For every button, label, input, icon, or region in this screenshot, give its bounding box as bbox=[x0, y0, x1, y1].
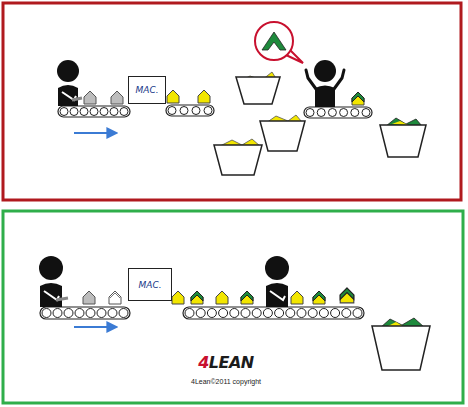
top-panel bbox=[3, 3, 461, 200]
roller bbox=[120, 108, 128, 116]
roller bbox=[75, 309, 84, 318]
roller bbox=[219, 309, 228, 318]
roller bbox=[362, 109, 370, 117]
roller bbox=[100, 108, 108, 116]
roller bbox=[119, 309, 128, 318]
inspector bbox=[265, 256, 289, 307]
roller bbox=[275, 309, 284, 318]
roller bbox=[230, 309, 239, 318]
roller bbox=[192, 107, 200, 115]
yellow-part bbox=[172, 291, 184, 304]
roller bbox=[97, 309, 106, 318]
white-part bbox=[109, 291, 121, 304]
good-part bbox=[313, 291, 325, 304]
roller bbox=[286, 309, 295, 318]
roller bbox=[317, 109, 325, 117]
good-part bbox=[191, 291, 203, 304]
scrap-bin bbox=[214, 139, 262, 175]
conveyors bbox=[40, 105, 372, 319]
roller bbox=[185, 309, 194, 318]
roller bbox=[80, 108, 88, 116]
good-part bbox=[352, 92, 364, 105]
roller bbox=[207, 309, 216, 318]
roller bbox=[196, 309, 205, 318]
bottom-panel bbox=[3, 211, 463, 403]
conveyor-belt bbox=[166, 105, 214, 116]
roller bbox=[351, 109, 359, 117]
machine-box: MAC. bbox=[128, 268, 172, 301]
roller bbox=[306, 109, 314, 117]
good-bin bbox=[380, 118, 426, 157]
good-bin bbox=[372, 318, 430, 370]
roller bbox=[110, 108, 118, 116]
machine-box: MAC. bbox=[128, 76, 166, 104]
good-part bbox=[340, 288, 354, 303]
yellow-part bbox=[167, 90, 179, 103]
scrap-bin bbox=[236, 72, 280, 104]
yellow-part bbox=[198, 90, 210, 103]
roller bbox=[297, 309, 306, 318]
machine-label: MAC. bbox=[135, 85, 158, 95]
roller bbox=[42, 309, 51, 318]
roller bbox=[60, 108, 68, 116]
worker bbox=[39, 256, 68, 307]
roller bbox=[90, 108, 98, 116]
roller bbox=[252, 309, 261, 318]
gray-part bbox=[111, 91, 123, 104]
flow-arrow bbox=[74, 326, 116, 328]
scrap-bin bbox=[260, 115, 305, 151]
gray-part bbox=[84, 91, 96, 104]
roller bbox=[342, 309, 351, 318]
flow-arrow bbox=[74, 132, 116, 134]
worker bbox=[57, 60, 82, 106]
roller bbox=[204, 107, 212, 115]
roller bbox=[331, 309, 340, 318]
roller bbox=[319, 309, 328, 318]
roller bbox=[263, 309, 272, 318]
speech-bubble bbox=[255, 22, 303, 63]
inspector bbox=[306, 60, 344, 107]
roller bbox=[86, 309, 95, 318]
conveyor-belt bbox=[58, 106, 130, 117]
gray-part bbox=[83, 291, 95, 304]
roller bbox=[108, 309, 117, 318]
rollers bbox=[42, 107, 370, 318]
conveyor-belt bbox=[183, 307, 364, 319]
yellow-part bbox=[216, 291, 228, 304]
roller bbox=[340, 109, 348, 117]
conveyor-belt bbox=[40, 307, 130, 319]
roller bbox=[53, 309, 62, 318]
roller bbox=[168, 107, 176, 115]
roller bbox=[180, 107, 188, 115]
roller bbox=[328, 109, 336, 117]
roller bbox=[70, 108, 78, 116]
yellow-part bbox=[291, 291, 303, 304]
roller bbox=[241, 309, 250, 318]
roller bbox=[64, 309, 73, 318]
machine-label: MAC. bbox=[138, 280, 161, 290]
good-part bbox=[241, 291, 253, 304]
copyright-note: 4Lean©2011 copyright bbox=[191, 378, 261, 385]
logo: 4LEAN bbox=[198, 353, 254, 372]
roller bbox=[353, 309, 362, 318]
roller bbox=[308, 309, 317, 318]
conveyor-belt bbox=[304, 107, 372, 118]
